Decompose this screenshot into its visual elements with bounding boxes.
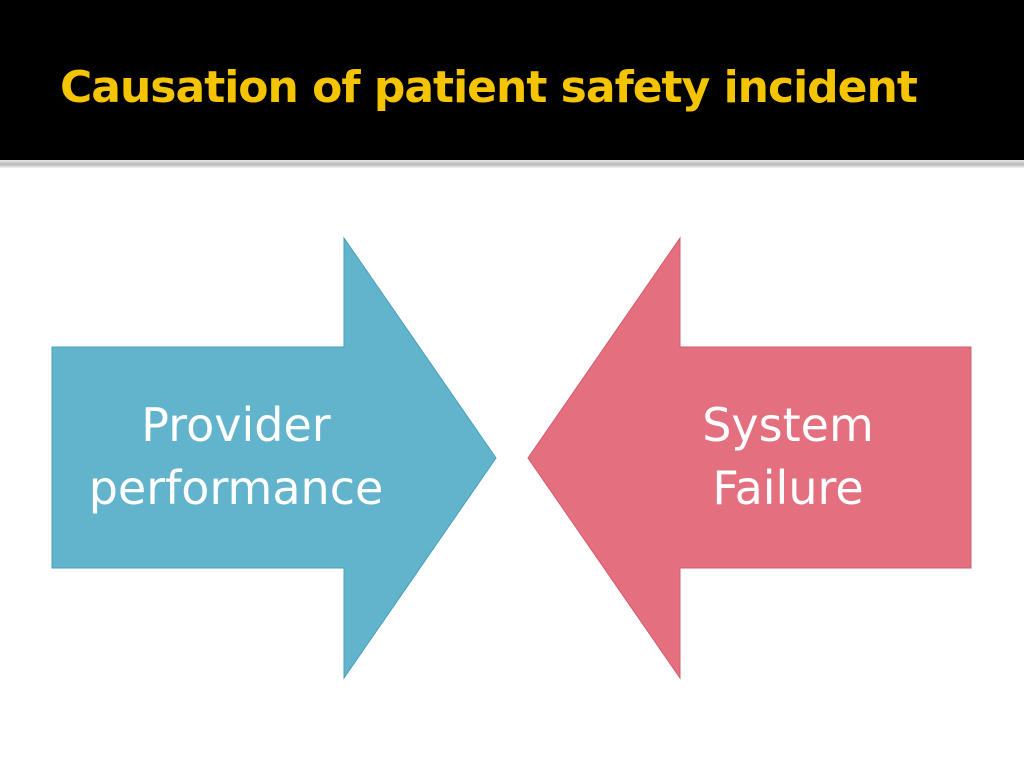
system-label-line-1: System [702,398,874,452]
system-failure-arrow: System Failure [527,236,972,680]
slide-title: Causation of patient safety incident [60,62,918,113]
system-label-line-2: Failure [712,461,863,515]
provider-label-line-1: Provider [141,398,330,452]
provider-label-line-2: performance [89,461,384,515]
right-pointing-arrow-shape [51,236,497,680]
left-pointing-arrow-shape [527,236,972,680]
provider-performance-arrow: Provider performance [51,236,497,680]
title-bar: Causation of patient safety incident [0,0,1024,160]
title-divider [0,160,1024,168]
